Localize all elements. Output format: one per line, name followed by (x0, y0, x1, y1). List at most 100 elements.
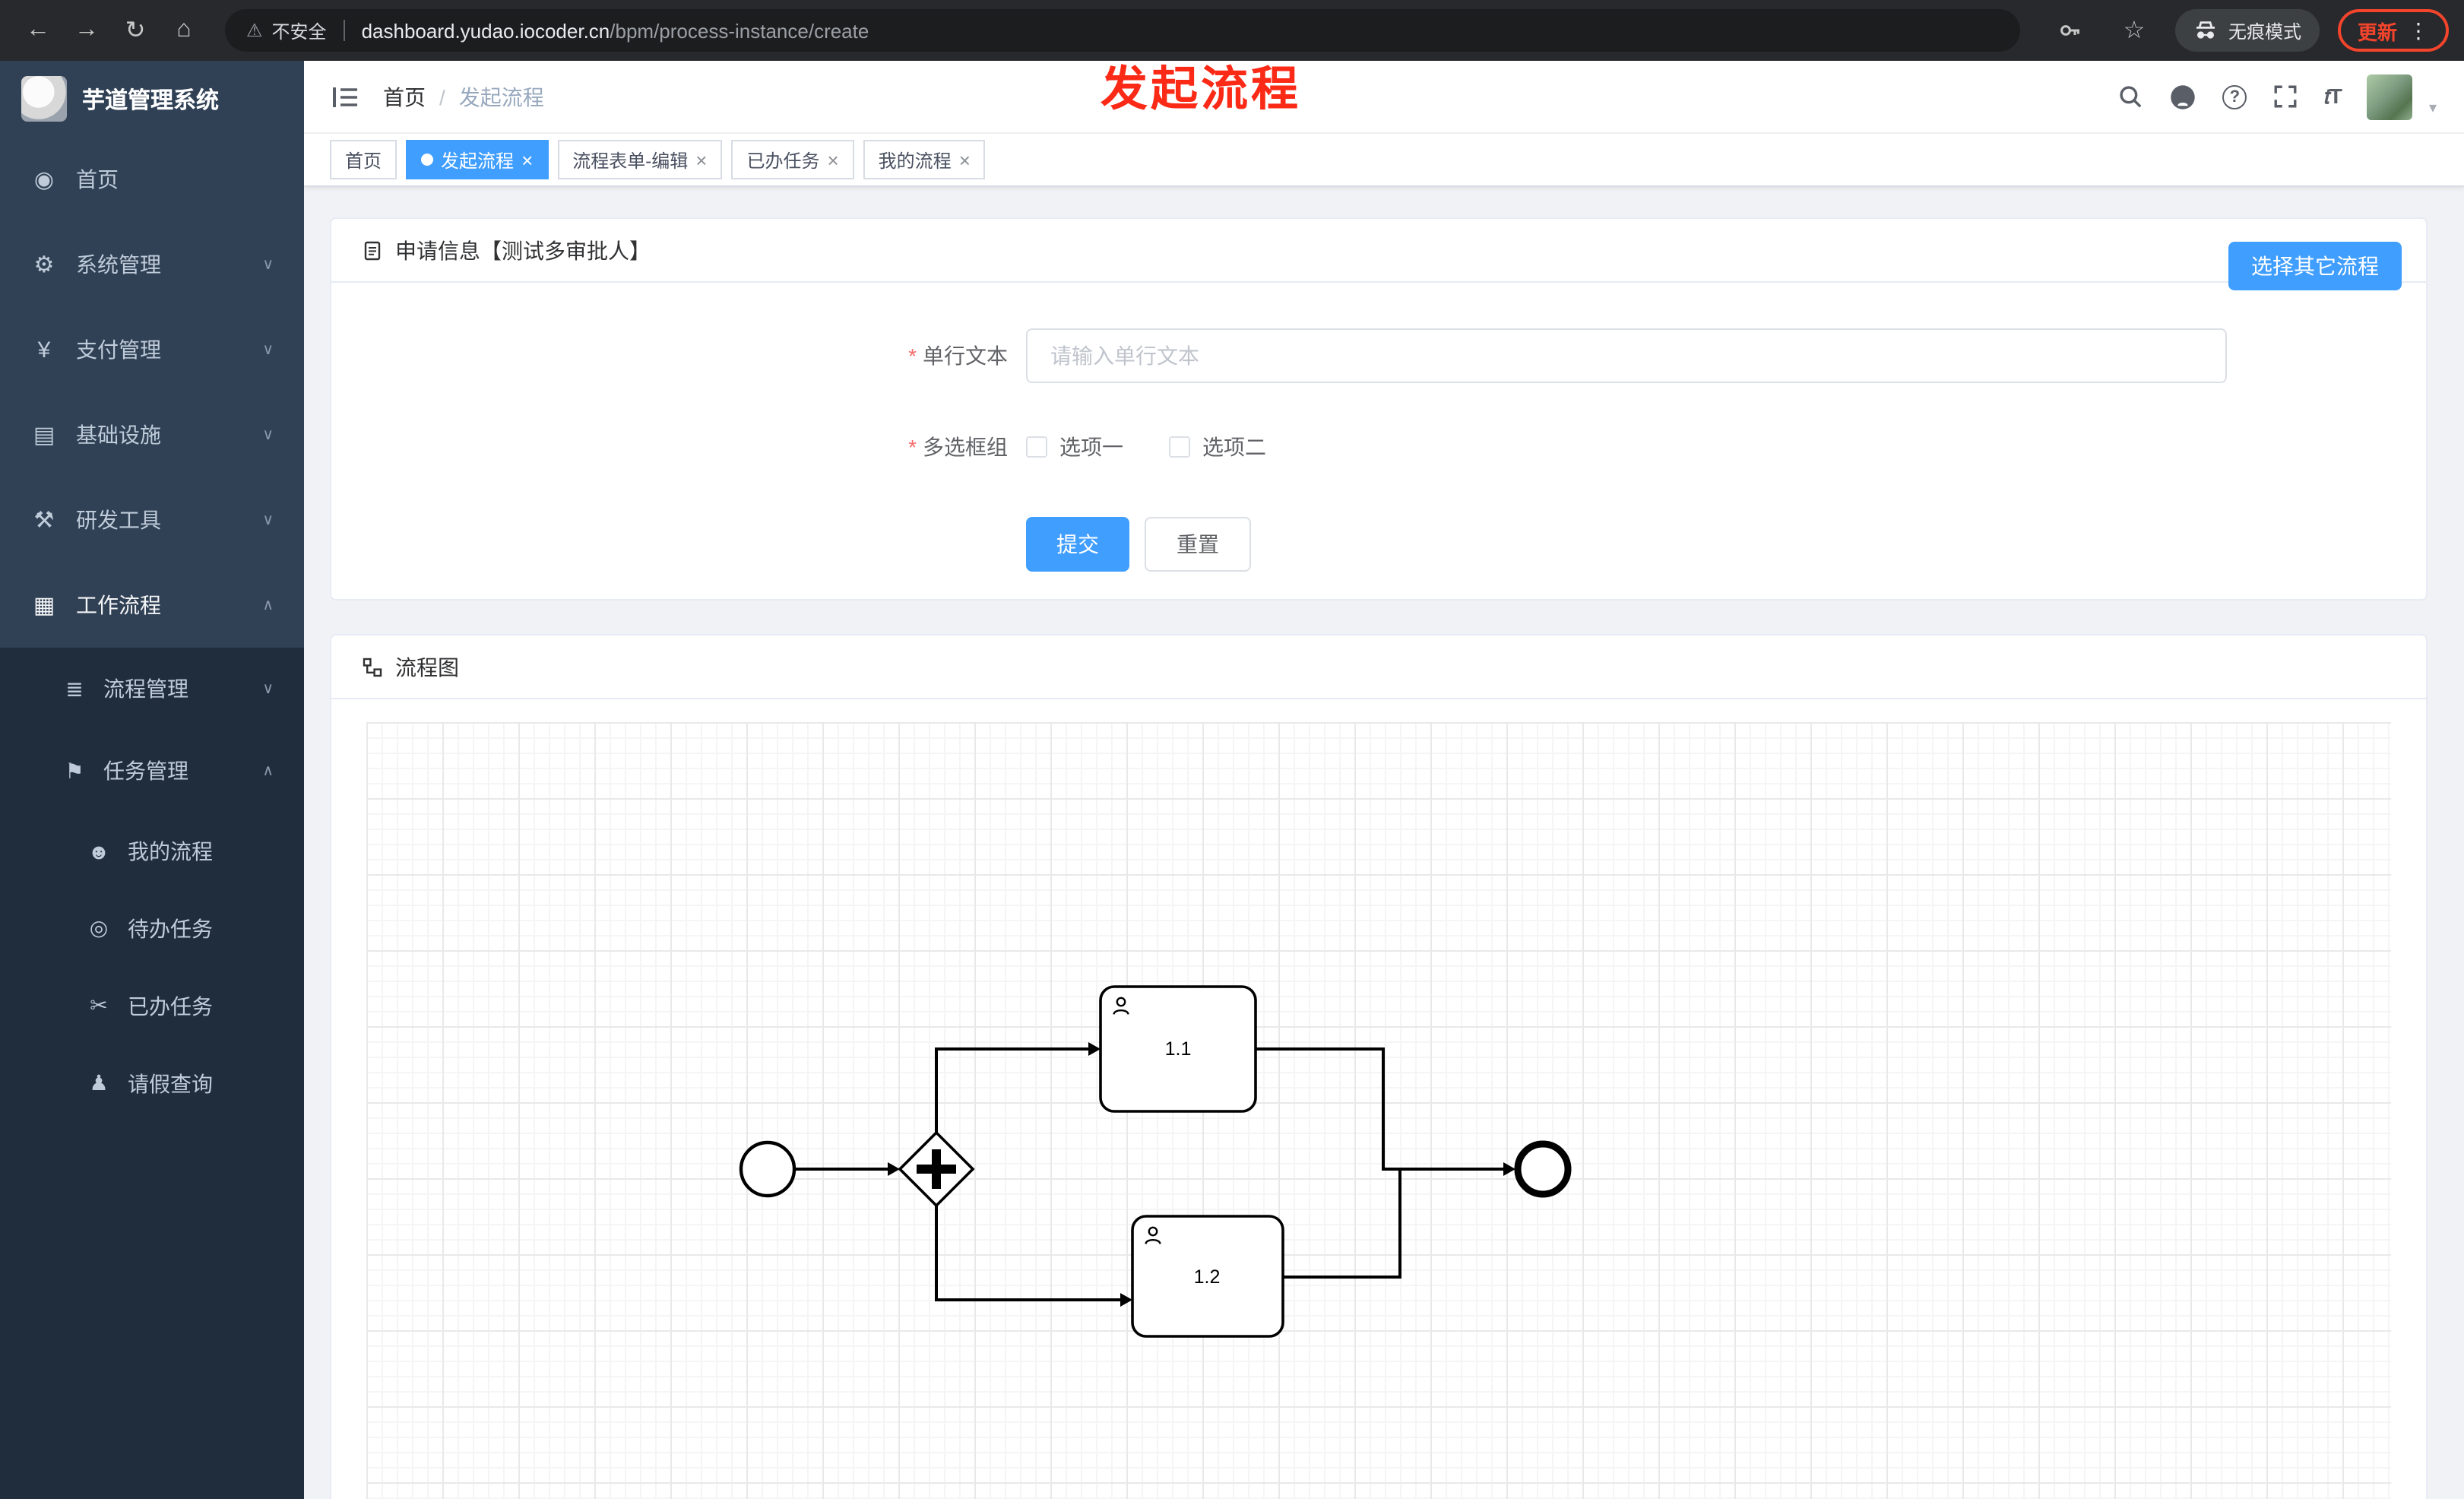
home-icon[interactable]: ⌂ (176, 17, 192, 43)
chevron-up-icon: ∧ (262, 762, 274, 779)
select-other-process-button[interactable]: 选择其它流程 (2228, 242, 2402, 290)
task-label: 1.2 (1194, 1266, 1221, 1288)
sidebar-item-system-management[interactable]: ⚙ 系统管理 ∨ (0, 222, 304, 307)
sidebar-item-label: 任务管理 (103, 759, 188, 783)
chevron-down-icon: ∨ (262, 426, 274, 443)
github-icon[interactable] (2169, 83, 2196, 110)
sidebar-item-label: 首页 (76, 167, 119, 192)
tab-close-icon[interactable]: × (958, 148, 971, 171)
flow-task11-to-end (1256, 1047, 1503, 1171)
tab-start-process[interactable]: 发起流程 × (406, 140, 549, 179)
app-logo (21, 76, 67, 122)
flow-gateway-to-task12 (935, 1206, 1120, 1301)
bpmn-canvas[interactable]: 1.1 1.2 (366, 722, 2391, 1499)
checkbox-option-two[interactable]: 选项二 (1169, 432, 1266, 462)
sidebar-item-payment-management[interactable]: ¥ 支付管理 ∨ (0, 307, 304, 392)
fullscreen-icon[interactable] (2272, 84, 2298, 109)
document-icon (362, 239, 383, 261)
gateway-plus-icon (917, 1149, 956, 1189)
checkbox-option-one[interactable]: 选项一 (1026, 432, 1123, 462)
app-logo-row[interactable]: 芋道管理系统 (0, 61, 304, 137)
card-title: 申请信息【测试多审批人】 (395, 238, 651, 262)
sidebar-item-leave-query[interactable]: ♟ 请假查询 (0, 1044, 304, 1122)
incognito-label: 无痕模式 (2228, 21, 2301, 42)
chrome-update-button[interactable]: 更新 ⋮ (2337, 9, 2449, 52)
incognito-icon (2196, 21, 2215, 39)
card-header: 申请信息【测试多审批人】 (331, 219, 2426, 283)
tab-label: 我的流程 (878, 150, 952, 171)
flow-gateway-to-task11 (935, 1047, 1088, 1133)
sidebar-item-process-management[interactable]: ≣ 流程管理 ∨ (0, 648, 304, 730)
list-icon: ≣ (65, 676, 84, 700)
checkbox-label: 选项二 (1202, 435, 1266, 459)
app-title: 芋道管理系统 (82, 87, 220, 113)
tab-done-tasks[interactable]: 已办任务 × (731, 140, 854, 179)
card-title: 流程图 (395, 654, 459, 679)
tags-view-bar: 首页 发起流程 × 流程表单-编辑 × 已办任务 × 我的流程 × (304, 134, 2464, 187)
sidebar-item-infrastructure[interactable]: ▤ 基础设施 ∨ (0, 392, 304, 477)
tab-label: 已办任务 (746, 150, 820, 171)
arrowhead-icon (1088, 1042, 1101, 1056)
address-bar[interactable]: ⚠ 不安全 dashboard.yudao.iocoder.cn/bpm/pro… (225, 9, 2020, 52)
arrowhead-icon (888, 1162, 900, 1176)
help-icon[interactable]: ? (2222, 84, 2247, 109)
tab-label: 流程表单-编辑 (572, 150, 689, 171)
sidebar-toggle-icon[interactable] (331, 84, 359, 109)
tab-home[interactable]: 首页 (330, 140, 397, 179)
chat-user-icon: ☻ (87, 838, 110, 863)
sidebar-item-label: 已办任务 (128, 994, 213, 1018)
single-line-text-input[interactable] (1026, 328, 2227, 383)
browser-menu-icon[interactable]: ⋮ (2408, 17, 2429, 42)
sidebar-item-workflow[interactable]: ▦ 工作流程 ∧ (0, 563, 304, 648)
checkbox-icon[interactable] (1169, 436, 1190, 458)
task-label: 1.1 (1165, 1038, 1192, 1060)
user-avatar[interactable] (2366, 74, 2412, 119)
sidebar-item-home[interactable]: ◉ 首页 (0, 137, 304, 222)
back-icon[interactable]: ← (26, 17, 50, 43)
chevron-up-icon: ∧ (262, 597, 274, 613)
tab-form-edit[interactable]: 流程表单-编辑 × (557, 140, 723, 179)
sidebar-item-label: 我的流程 (128, 838, 213, 863)
yen-icon: ¥ (37, 337, 51, 363)
sidebar-item-my-process[interactable]: ☻ 我的流程 (0, 812, 304, 889)
breadcrumb-separator: / (439, 84, 445, 109)
search-icon[interactable] (2117, 84, 2143, 109)
form-row-checkbox-group: *多选框组 选项一 选项二 (331, 426, 2426, 468)
sidebar-item-label: 研发工具 (76, 508, 161, 532)
forward-icon[interactable]: → (74, 17, 99, 43)
submit-button[interactable]: 提交 (1026, 517, 1129, 572)
sidebar-item-label: 工作流程 (76, 593, 161, 617)
field-label: *单行文本 (908, 344, 1008, 368)
reset-button[interactable]: 重置 (1145, 517, 1251, 572)
sidebar-item-dev-tools[interactable]: ⚒ 研发工具 ∨ (0, 477, 304, 563)
tab-close-icon[interactable]: × (827, 148, 839, 171)
url-path: /bpm/process-instance/create (610, 19, 869, 42)
sidebar-item-task-management[interactable]: ⚑ 任务管理 ∧ (0, 730, 304, 812)
breadcrumb-home[interactable]: 首页 (383, 84, 426, 109)
sidebar-item-label: 请假查询 (128, 1071, 213, 1095)
chevron-down-icon: ∨ (262, 512, 274, 528)
checkbox-icon[interactable] (1026, 436, 1047, 458)
address-divider (343, 20, 345, 41)
browser-toolbar-right: ☆ 无痕模式 更新 ⋮ (2048, 8, 2449, 53)
tab-close-icon[interactable]: × (521, 148, 534, 171)
workflow-icon: ▦ (33, 593, 55, 619)
app-header: 首页 / 发起流程 ? 𝑡T ▾ (304, 61, 2464, 134)
password-key-icon[interactable] (2048, 8, 2093, 53)
bookmark-star-icon[interactable]: ☆ (2123, 18, 2146, 44)
font-size-icon[interactable]: 𝑡T (2324, 84, 2342, 108)
tab-my-process[interactable]: 我的流程 × (863, 140, 986, 179)
sidebar-item-todo-tasks[interactable]: ◎ 待办任务 (0, 889, 304, 967)
sidebar-item-label: 待办任务 (128, 916, 213, 940)
avatar-caret-icon[interactable]: ▾ (2428, 100, 2437, 116)
form-row-single-line: *单行文本 (331, 328, 2426, 383)
chevron-down-icon: ∨ (262, 256, 274, 273)
scissors-icon: ✂ (90, 993, 108, 1017)
tab-label: 发起流程 (441, 150, 515, 171)
active-dot (421, 154, 434, 166)
sidebar-item-done-tasks[interactable]: ✂ 已办任务 (0, 967, 304, 1044)
reload-icon[interactable]: ↻ (125, 18, 146, 44)
form-actions: 提交 重置 (331, 517, 2426, 572)
tab-close-icon[interactable]: × (695, 148, 708, 171)
gear-icon: ⚙ (33, 252, 55, 278)
